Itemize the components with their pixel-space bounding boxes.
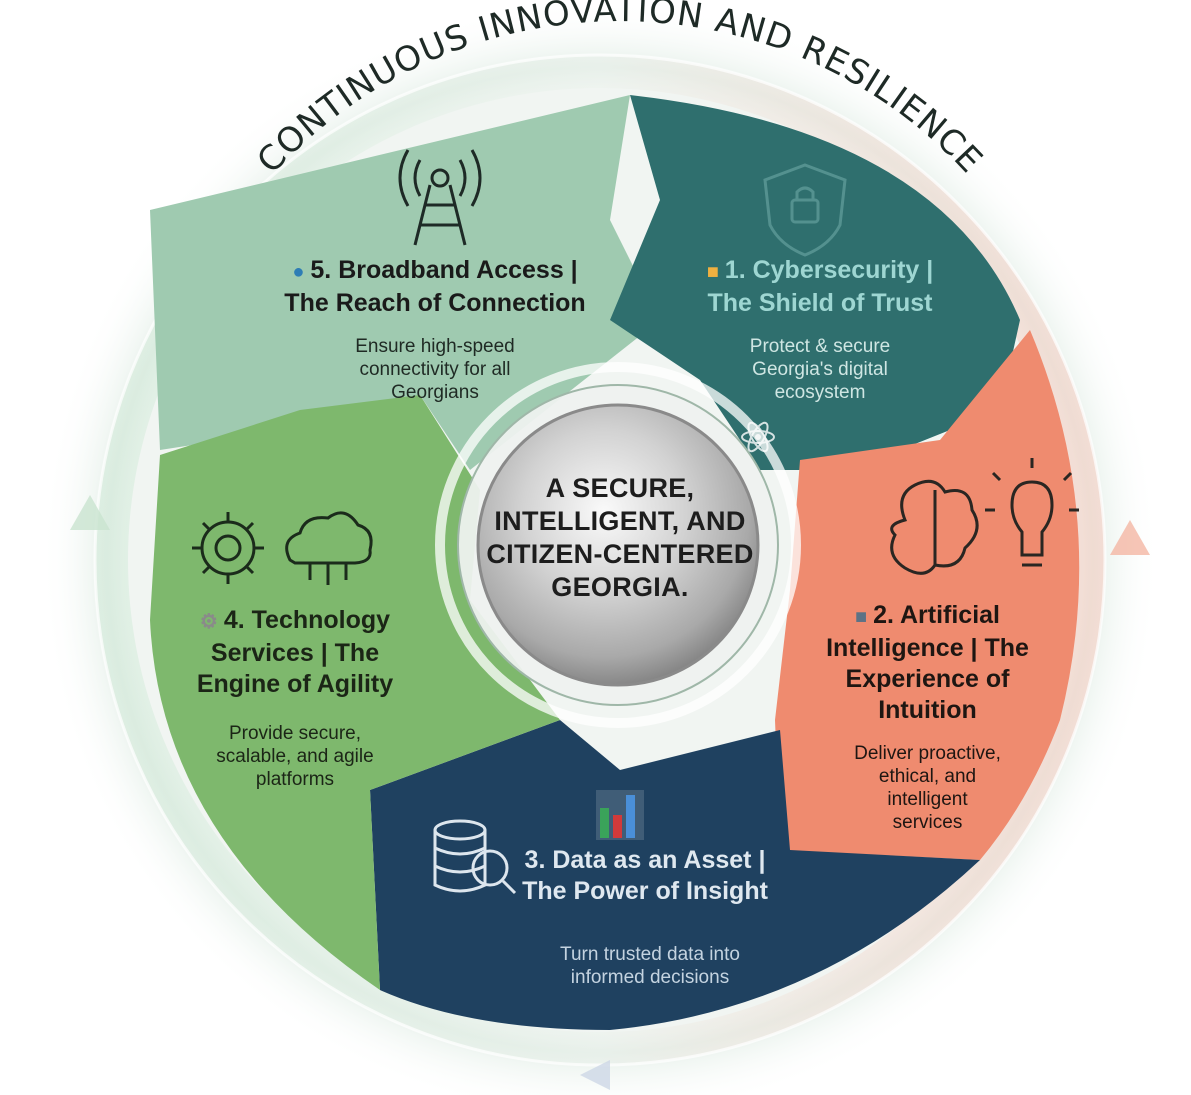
ai-title: ■2. Artificial Intelligence | The Experi… xyxy=(826,601,1029,724)
tech-title: ⚙4. Technology Services | The Engine of … xyxy=(196,606,394,698)
gear-cloud-icon xyxy=(192,511,373,585)
center-line-3: CITIZEN-CENTERED xyxy=(486,539,754,569)
ai-label: ■2. Artificial Intelligence | The Experi… xyxy=(800,600,1055,834)
center-line-2: INTELLIGENT, AND xyxy=(494,506,746,536)
ring-arrow-bottom-icon xyxy=(580,1060,610,1090)
segment-ai xyxy=(775,330,1080,860)
brain-lightbulb-icon xyxy=(890,458,1079,575)
cybersecurity-label: ■1. Cybersecurity | The Shield of Trust … xyxy=(670,255,970,404)
robot-icon: ■ xyxy=(855,606,868,628)
data-description-text: Turn trusted data into informed decision… xyxy=(560,944,740,988)
data-title: 3. Data as an Asset | The Power of Insig… xyxy=(522,846,768,905)
tech-description: Provide secure, scalable, and agile plat… xyxy=(216,723,374,790)
data-label: 3. Data as an Asset | The Power of Insig… xyxy=(500,845,790,907)
inner-ring-outer xyxy=(435,362,801,728)
broadband-label: ●5. Broadband Access | The Reach of Conn… xyxy=(250,255,620,404)
center-line-4: GEORGIA. xyxy=(551,572,689,602)
data-description: Turn trusted data into informed decision… xyxy=(510,943,790,989)
padlock-icon: ■ xyxy=(706,261,719,283)
shield-lock-icon xyxy=(763,163,847,257)
cybersecurity-title: ■1. Cybersecurity | The Shield of Trust xyxy=(706,256,934,317)
center-line-1: A SECURE, xyxy=(545,473,695,503)
small-gear-icon: ⚙ xyxy=(199,611,218,633)
database-icon xyxy=(433,819,517,895)
center-statement: A SECURE, INTELLIGENT, AND CITIZEN-CENTE… xyxy=(470,472,770,604)
segment-broadband xyxy=(150,95,660,470)
tech-label: ⚙4. Technology Services | The Engine of … xyxy=(170,605,420,791)
center-medallion xyxy=(476,403,760,687)
globe-icon: ● xyxy=(292,261,305,283)
ring-arrow-left-icon xyxy=(70,495,110,530)
broadband-title: ●5. Broadband Access | The Reach of Conn… xyxy=(284,256,586,317)
segment-data xyxy=(370,720,980,1030)
cybersecurity-description: Protect & secure Georgia's digital ecosy… xyxy=(749,336,891,403)
bar-chart-icon xyxy=(596,790,644,840)
ring-arrow-right-icon xyxy=(1110,520,1150,555)
broadband-description: Ensure high-speed connectivity for all G… xyxy=(355,336,515,403)
antenna-tower-icon xyxy=(398,149,482,246)
ai-description: Deliver proactive, ethical, and intellig… xyxy=(854,743,1001,833)
segment-cybersecurity xyxy=(610,95,1020,470)
atom-icon xyxy=(741,421,775,453)
